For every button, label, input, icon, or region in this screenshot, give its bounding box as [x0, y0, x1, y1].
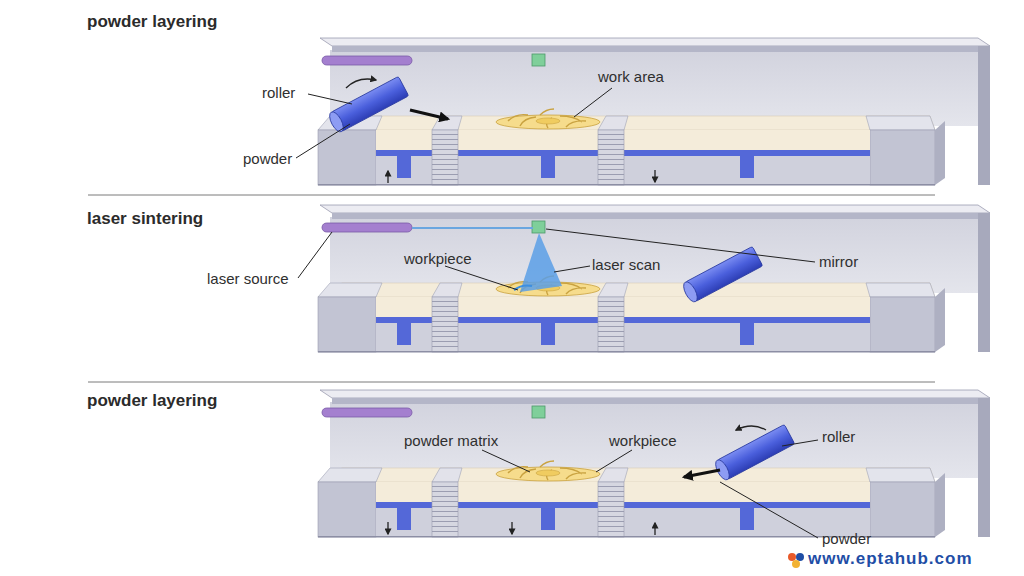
part-label: workpiece — [609, 432, 677, 450]
logo-dot — [792, 560, 800, 568]
part-label: laser source — [207, 270, 289, 288]
part-label: powder matrix — [404, 432, 498, 450]
panel-separator — [88, 382, 935, 383]
rotation-arrow — [736, 426, 766, 430]
motion-arrow — [410, 110, 448, 119]
leader-line — [445, 266, 518, 290]
part-label: powder — [822, 530, 871, 548]
sls-machine — [318, 38, 990, 186]
piston-arrow — [654, 170, 655, 182]
logo-dot — [788, 553, 796, 561]
logo-dot — [796, 553, 804, 561]
part-label: roller — [822, 428, 855, 446]
leader-line — [482, 450, 530, 472]
roller-cylinder — [681, 246, 763, 303]
leader-line — [596, 450, 632, 472]
leader-lines — [296, 88, 818, 538]
panel-title: powder layering — [87, 12, 217, 32]
part-label: powder — [243, 150, 292, 168]
leader-line — [298, 232, 332, 278]
leader-line — [554, 266, 590, 272]
motion-arrow — [684, 470, 720, 477]
piston-arrow — [511, 522, 512, 534]
leader-line — [308, 94, 352, 104]
part-label: work area — [598, 68, 664, 86]
piston-arrow — [387, 522, 388, 534]
panel-title: powder layering — [87, 391, 217, 411]
leader-line — [574, 88, 612, 117]
watermark-logo — [788, 553, 804, 568]
piston-arrow — [387, 171, 388, 183]
laser-beam — [412, 227, 533, 229]
process-panel: powder layering — [0, 0, 1024, 195]
leader-line — [546, 229, 815, 262]
leader-line — [782, 440, 818, 446]
leader-line — [720, 482, 818, 538]
sls-machine — [318, 390, 990, 538]
process-panel: laser sintering — [0, 195, 1024, 382]
rotation-arrow — [346, 79, 376, 88]
laser-scan-cone — [520, 233, 562, 292]
part-label: laser scan — [592, 256, 660, 274]
roller-cylinder — [327, 76, 409, 133]
part-label: workpiece — [404, 250, 472, 268]
sls-machine — [318, 205, 990, 353]
panel-title: laser sintering — [87, 209, 203, 229]
watermark: www.eptahub.com — [808, 550, 973, 568]
part-label: roller — [262, 84, 295, 102]
panel-separator — [88, 195, 935, 196]
part-label: mirror — [819, 253, 858, 271]
roller-cylinder — [713, 424, 795, 481]
piston-arrow — [654, 523, 655, 535]
leader-line — [296, 124, 350, 158]
